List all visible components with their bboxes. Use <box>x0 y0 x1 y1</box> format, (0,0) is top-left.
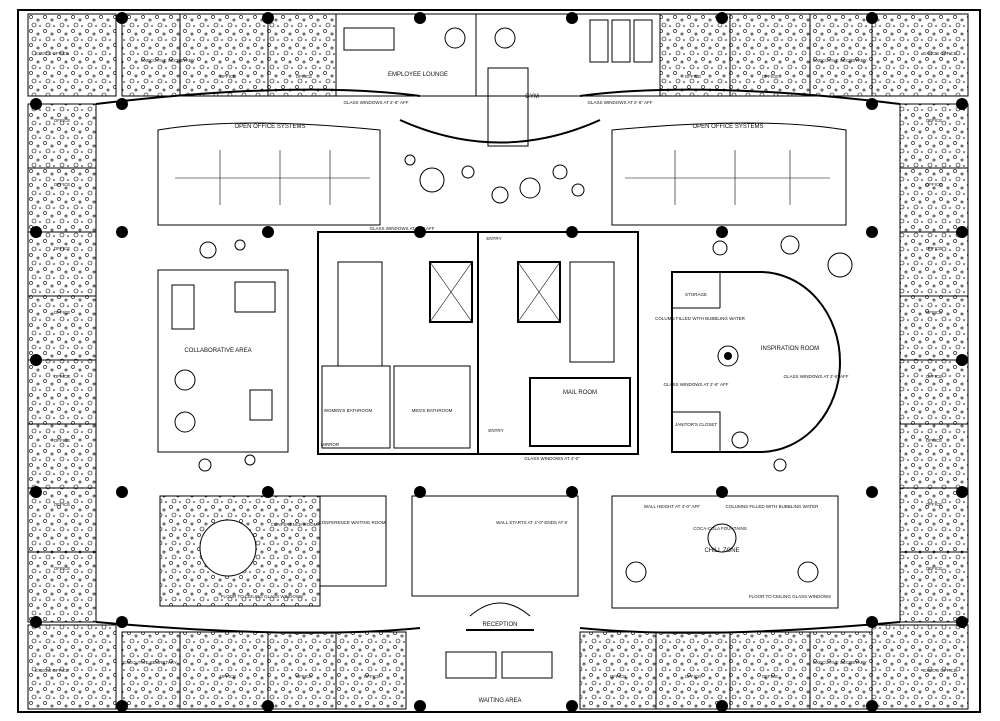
office-label: OFFICE <box>296 74 313 79</box>
waiting-area: WAITING AREA <box>445 651 553 704</box>
office-label: OFFICE <box>926 182 943 187</box>
building-outline <box>17 9 981 713</box>
office-label: OFFICE <box>54 566 71 571</box>
office-label: OFFICE <box>685 674 702 679</box>
wall-note-label: WALL HEIGHT AT 4'-0" AFF <box>644 504 700 509</box>
lounge-gym-area: EMPLOYEE LOUNGE GYM GLASS WINDOWS AT 2'-… <box>335 13 661 147</box>
exec-secretary-label: EXECUTIVE SECRETARY <box>123 660 177 665</box>
wall-note-label: WALL STARTS AT 4'-0" ENDS AT 6' <box>496 520 568 525</box>
chill-zone: WALL HEIGHT AT 4'-0" AFF COLUMNS FILLED … <box>611 495 839 609</box>
column-note-label: COLUMNS FILLED WITH BUBBLING WATER <box>726 504 820 509</box>
office-label: OFFICE <box>685 74 702 79</box>
office-label: OFFICE <box>926 310 943 315</box>
lounge-circles <box>198 154 853 472</box>
open-office-left: OPEN OFFICE SYSTEMS <box>157 122 381 226</box>
glass-windows-label: GLASS WINDOWS AT 2'-6" AFF <box>343 100 408 105</box>
glass-windows-label: GLASS WINDOWS AT 4'-0" <box>524 456 580 461</box>
office-label: OFFICE <box>54 374 71 379</box>
mail-room-label: MAIL ROOM <box>563 390 597 396</box>
inspiration-room-label: INSPIRATION ROOM <box>761 346 819 352</box>
storage-label: STORAGE <box>685 292 707 297</box>
corridor-walls <box>95 88 901 634</box>
collaborative-area-label: COLLABORATIVE AREA <box>184 348 251 354</box>
chill-zone-label: CHILL ZONE <box>704 548 739 554</box>
office-label: OFFICE <box>926 438 943 443</box>
exec-office-label: EXEC'S OFFICE <box>35 668 69 673</box>
column-note-label: COLUMN FILLED WITH BUBBLING WATER <box>655 316 746 321</box>
office-label: OFFICE <box>54 310 71 315</box>
office-label: OFFICE <box>220 74 237 79</box>
inspiration-room: STORAGE COLUMN FILLED WITH BUBBLING WATE… <box>655 271 849 453</box>
office-label: OFFICE <box>926 246 943 251</box>
office-label: OFFICE <box>220 674 237 679</box>
reception-area: WALL STARTS AT 4'-0" ENDS AT 6' RECEPTIO… <box>411 495 579 631</box>
office-label: OFFICE <box>364 674 381 679</box>
waiting-area-label: WAITING AREA <box>478 698 521 704</box>
collaborative-area: COLLABORATIVE AREA <box>157 269 289 453</box>
conference-area: CONFERENCE ROOM CONFERENCE WAITING ROOM … <box>159 495 387 607</box>
glass-windows-label: GLASS WINDOWS AT 2'-6" AFF <box>369 226 434 231</box>
entry-label: ENTRY <box>488 428 503 433</box>
reception-label: RECEPTION <box>482 622 517 628</box>
office-label: OFFICE <box>610 674 627 679</box>
exec-secretary-label: EXECUTIVE SECRETARY <box>813 660 867 665</box>
office-label: OFFICE <box>926 374 943 379</box>
womens-bathroom-label: WOMEN'S BATHROOM <box>324 408 373 413</box>
mirror-label: MIRROR <box>321 442 340 447</box>
perimeter-offices <box>27 13 969 710</box>
exec-secretary-label: EXECUTIVE SECRETARY <box>141 58 195 63</box>
office-label: OFFICE <box>926 502 943 507</box>
office-label: OFFICE <box>54 246 71 251</box>
glass-windows-label: FLOOR TO CEILING GLASS WINDOWS <box>749 594 831 599</box>
coca-cola-label: COCA-COLA FOUNTAINS <box>693 526 746 531</box>
glass-windows-label: GLASS WINDOWS AT 2'-6" AFF <box>783 374 848 379</box>
glass-windows-label: GLASS WINDOWS AT 2'-6" AFF <box>663 382 728 387</box>
structural-columns <box>30 12 968 712</box>
glass-windows-label: GLASS WINDOWS AT 2'-6" AFF <box>587 100 652 105</box>
exec-secretary-label: EXECUTIVE SECRETARY <box>813 58 867 63</box>
office-labels: EXEC'S OFFICE EXECUTIVE SECRETARY OFFICE… <box>35 51 957 679</box>
office-label: OFFICE <box>54 502 71 507</box>
office-label: OFFICE <box>54 438 71 443</box>
exec-office-label: EXEC'S OFFICE <box>35 51 69 56</box>
office-label: OFFICE <box>762 674 779 679</box>
office-label: OFFICE <box>926 118 943 123</box>
office-label: OFFICE <box>762 74 779 79</box>
conference-waiting-label: CONFERENCE WAITING ROOM <box>318 520 385 525</box>
office-label: OFFICE <box>296 674 313 679</box>
gym-label: GYM <box>525 94 539 100</box>
employee-lounge-label: EMPLOYEE LOUNGE <box>388 72 448 78</box>
exec-office-label: EXEC'S OFFICE <box>923 51 957 56</box>
conference-room-label: CONFERENCE ROOM <box>271 522 318 527</box>
glass-windows-label: FLOOR TO CEILING GLASS WINDOWS <box>221 594 303 599</box>
office-label: OFFICE <box>926 566 943 571</box>
office-label: OFFICE <box>54 118 71 123</box>
entry-label: ENTRY <box>486 236 501 241</box>
open-office-label: OPEN OFFICE SYSTEMS <box>692 124 763 130</box>
central-core: GLASS WINDOWS AT 2'-6" AFF ENTRY WOMEN'S… <box>317 226 639 461</box>
exec-office-label: EXEC'S OFFICE <box>923 668 957 673</box>
janitors-closet-label: JANITOR'S CLOSET <box>675 422 718 427</box>
office-label: OFFICE <box>54 182 71 187</box>
open-office-right: OPEN OFFICE SYSTEMS <box>611 122 847 226</box>
mens-bathroom-label: MEN'S BATHROOM <box>412 408 453 413</box>
open-office-label: OPEN OFFICE SYSTEMS <box>234 124 305 130</box>
